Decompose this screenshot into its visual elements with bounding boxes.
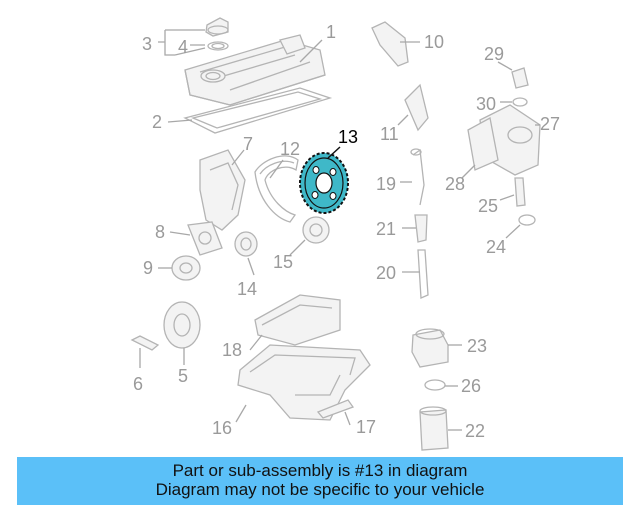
callout-28: 28 [445, 174, 465, 194]
timing-cover-part [199, 149, 246, 231]
callout-26: 26 [461, 376, 481, 396]
callout-29: 29 [484, 44, 504, 64]
callout-6: 6 [133, 374, 143, 394]
crank-pulley-part [163, 301, 201, 349]
sealant-tube-part [316, 399, 355, 419]
o-ring-part [518, 214, 536, 226]
idler-pulley-part [171, 255, 201, 281]
callout-15: 15 [273, 252, 293, 272]
housing-bracket-part [467, 117, 499, 171]
dipstick-part [410, 148, 425, 206]
oil-filter-part [419, 406, 449, 451]
callout-30: 30 [476, 94, 496, 114]
callout-2: 2 [152, 112, 162, 132]
sensor-part [511, 67, 529, 89]
crank-gear-part [234, 231, 258, 257]
callout-23: 23 [467, 336, 487, 356]
callout-18: 18 [222, 340, 242, 360]
info-banner: Part or sub-assembly is #13 in diagram D… [17, 457, 623, 505]
callout-9: 9 [143, 258, 153, 278]
callout-24: 24 [486, 237, 506, 257]
callout-14: 14 [237, 279, 257, 299]
oil-cooler-part [411, 328, 449, 368]
callout-7: 7 [243, 134, 253, 154]
upper-timing-cover-part [371, 21, 409, 67]
rear-cover-part [404, 83, 429, 132]
banner-line-disclaimer: Diagram may not be specific to your vehi… [155, 480, 485, 499]
roller-part [302, 216, 330, 244]
callout-12: 12 [280, 139, 300, 159]
callout-27: 27 [540, 114, 560, 134]
stud-part [514, 177, 526, 207]
camshaft-sprocket-part-13 [299, 152, 349, 214]
valve-cover-gasket-part [183, 87, 333, 134]
callout-19: 19 [376, 174, 396, 194]
oil-cap-part [205, 17, 229, 37]
callout-1: 1 [326, 22, 336, 42]
valve-cover-part [184, 34, 326, 106]
callout-8: 8 [155, 222, 165, 242]
callout-4: 4 [178, 37, 188, 57]
callout-16: 16 [212, 418, 232, 438]
tensioner-part [187, 221, 223, 256]
dipstick-tube-part [414, 214, 428, 243]
cooler-gasket-part [424, 379, 446, 391]
callout-13: 13 [338, 127, 358, 147]
parts-diagram: 3 4 1 2 7 12 13 8 9 14 15 6 5 18 16 17 1… [130, 17, 560, 451]
callout-3: 3 [142, 34, 152, 54]
callout-25: 25 [478, 196, 498, 216]
cap-seal-part [207, 41, 229, 51]
pulley-bolt-part [130, 335, 160, 351]
callout-11: 11 [380, 124, 399, 144]
oil-pan-baffle-part [254, 294, 341, 346]
oil-pan-part [237, 344, 371, 421]
sensor-seal-part [512, 97, 528, 107]
callout-22: 22 [465, 421, 485, 441]
callout-10: 10 [424, 32, 444, 52]
guide-tube-part [417, 249, 429, 299]
callout-20: 20 [376, 263, 396, 283]
callout-17: 17 [356, 417, 376, 437]
banner-line-part-number: Part or sub-assembly is #13 in diagram [172, 461, 468, 480]
timing-belt-part [254, 155, 299, 223]
callout-5: 5 [178, 366, 188, 386]
callout-21: 21 [376, 219, 396, 239]
leader-lines [139, 29, 540, 431]
